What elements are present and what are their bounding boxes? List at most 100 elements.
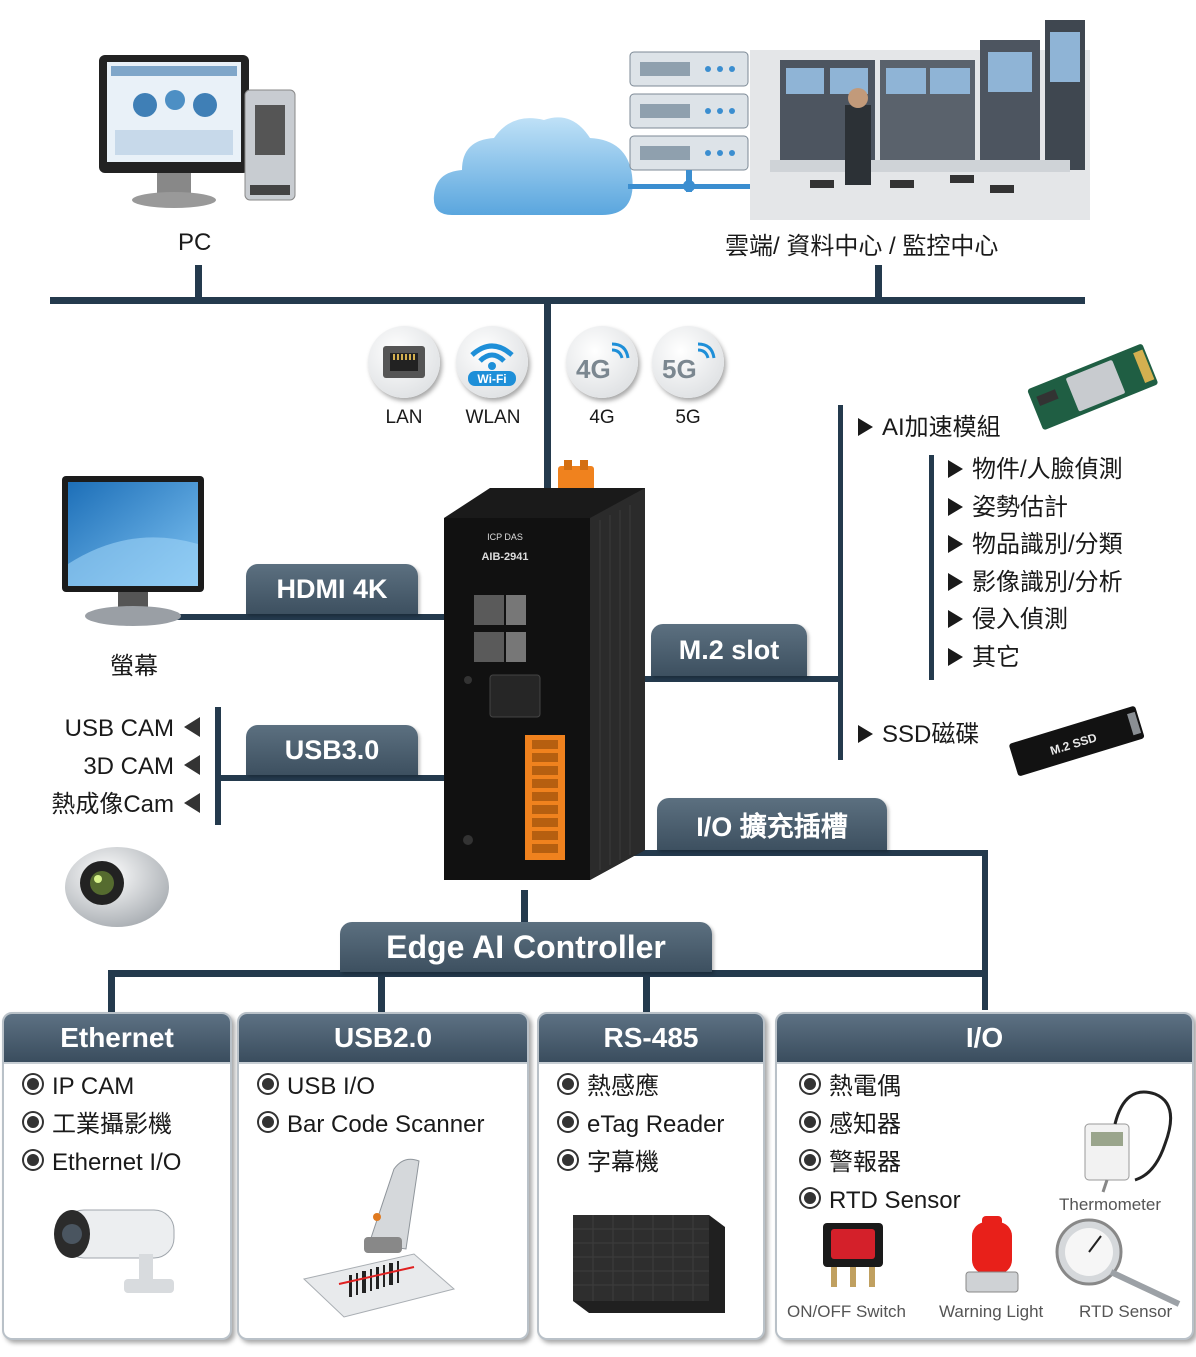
ethernet-drop — [108, 970, 115, 1012]
m2-vertical-bracket — [838, 405, 843, 760]
thermometer-illustration — [1084, 1090, 1173, 1193]
ssd-title: SSD磁碟 — [858, 716, 979, 754]
io-slot-line — [570, 850, 988, 856]
ai-module-item: 姿勢估計 — [948, 489, 1123, 527]
device-brand-text: ICP DAS — [487, 532, 523, 542]
wifi-icon: Wi-Fi — [456, 326, 528, 398]
bullet-icon — [259, 1113, 277, 1131]
list-item: IP CAM — [20, 1068, 181, 1106]
bullet-icon — [559, 1151, 577, 1169]
ai-module-list: 物件/人臉偵測 姿勢估計 物品識別/分類 影像識別/分析 侵入偵測 其它 — [948, 451, 1123, 676]
top-bus-line — [50, 297, 1085, 304]
monitor-label: 螢幕 — [110, 653, 158, 680]
rs485-drop — [643, 970, 650, 1012]
bullet-icon — [24, 1113, 42, 1131]
list-item: Bar Code Scanner — [255, 1106, 484, 1144]
ai-module-item: 其它 — [948, 639, 1123, 677]
list-item: 感知器 — [797, 1106, 961, 1144]
pc-illustration — [99, 55, 296, 208]
ai-module-item: 影像識別/分析 — [948, 564, 1123, 602]
m2-slot-tab: M.2 slot — [651, 624, 807, 676]
right-arrow-icon — [948, 572, 963, 591]
io-slot-vertical — [982, 850, 988, 1010]
right-arrow-icon — [948, 460, 963, 478]
bullet-icon — [801, 1189, 819, 1207]
switch-caption: ON/OFF Switch — [787, 1302, 907, 1321]
list-item: RTD Sensor — [797, 1182, 961, 1220]
usb-cam-list: USB CAM 3D CAM 熱成像Cam — [0, 710, 200, 824]
usb3-tab: USB3.0 — [246, 725, 418, 775]
right-arrow-icon — [948, 497, 963, 516]
rtd-sensor-caption: RTD Sensor — [1079, 1302, 1173, 1321]
left-arrow-icon — [184, 717, 200, 737]
bullet-icon — [24, 1075, 42, 1093]
rtd-sensor-illustration — [1055, 1218, 1181, 1307]
left-arrow-icon — [184, 793, 200, 813]
bullet-icon — [24, 1151, 42, 1169]
m2-ssd-card: M.2 SSD — [1009, 706, 1145, 776]
bullet-icon — [801, 1151, 819, 1169]
led-display-illustration — [573, 1215, 725, 1313]
edge-ai-controller-tab: Edge AI Controller — [340, 922, 712, 972]
lan-label: LAN — [385, 407, 423, 428]
right-arrow-icon — [948, 535, 963, 553]
cloud-icon — [433, 117, 633, 215]
bullet-icon — [801, 1075, 819, 1093]
left-arrow-icon — [184, 755, 200, 775]
pc-drop-line — [195, 265, 202, 300]
bullet-icon — [559, 1075, 577, 1093]
right-arrow-icon — [948, 647, 963, 666]
cloud-drop-line — [875, 265, 882, 300]
cloud-datacenter-label: 雲端/ 資料中心 / 監控中心 — [725, 233, 999, 260]
usb2-panel: USB2.0 USB I/O Bar Code Scanner — [237, 1012, 529, 1340]
5g-badge-text: 5G — [662, 354, 697, 384]
5g-label: 5G — [675, 407, 701, 428]
usb3-line — [217, 775, 450, 781]
usb-cam-item: 3D CAM — [0, 748, 200, 786]
warning-light-illustration — [965, 1216, 1019, 1293]
control-room-illustration — [750, 20, 1090, 220]
4g-label: 4G — [589, 407, 615, 428]
io-expansion-slot-tab: I/O 擴充插槽 — [657, 798, 887, 850]
center-trunk-line — [544, 300, 551, 495]
hdmi-4k-tab: HDMI 4K — [246, 564, 418, 614]
ai-module-item: 物品識別/分類 — [948, 526, 1123, 564]
right-arrow-icon — [858, 418, 873, 436]
io-panel-title: I/O — [777, 1014, 1192, 1064]
right-arrow-icon — [858, 725, 873, 743]
ethernet-port-icon — [368, 326, 440, 398]
rs485-panel-title: RS-485 — [539, 1014, 763, 1064]
usb-cam-item: USB CAM — [0, 710, 200, 748]
barcode-scanner-illustration — [302, 1158, 456, 1318]
ai-module-item: 物件/人臉偵測 — [948, 451, 1123, 489]
rs485-panel: RS-485 熱感應 eTag Reader 字幕機 — [537, 1012, 765, 1340]
5g-icon: 5G — [652, 326, 724, 398]
list-item: 熱電偶 — [797, 1068, 961, 1106]
bullet-icon — [259, 1075, 277, 1093]
device-model-text: AIB-2941 — [481, 551, 528, 563]
monitor-illustration — [62, 476, 204, 626]
bullet-icon — [559, 1113, 577, 1131]
pc-label: PC — [178, 229, 212, 256]
bullet-icon — [801, 1113, 819, 1131]
hdmi-line — [175, 614, 450, 620]
ethernet-panel-title: Ethernet — [4, 1014, 230, 1064]
wlan-label: WLAN — [465, 407, 521, 428]
usb2-drop — [378, 970, 385, 1012]
usb-cam-bracket — [215, 707, 221, 825]
aib-2941-device: ICP DAS AIB-2941 — [444, 460, 645, 880]
list-item: 字幕機 — [555, 1144, 724, 1182]
m2-line — [630, 676, 842, 682]
thermometer-caption: Thermometer — [1059, 1195, 1162, 1214]
warning-light-caption: Warning Light — [939, 1302, 1044, 1321]
ai-accelerator-card — [1027, 344, 1158, 430]
wifi-badge-text: Wi-Fi — [477, 372, 506, 386]
ip-camera-illustration — [54, 1209, 175, 1293]
list-item: 警報器 — [797, 1144, 961, 1182]
ai-module-title: AI加速模組 — [858, 409, 1001, 447]
server-link-line — [628, 184, 758, 189]
dome-camera-illustration — [65, 847, 169, 927]
list-item: Ethernet I/O — [20, 1144, 181, 1182]
server-rack-illustration — [629, 51, 749, 192]
usb2-panel-title: USB2.0 — [239, 1014, 527, 1064]
